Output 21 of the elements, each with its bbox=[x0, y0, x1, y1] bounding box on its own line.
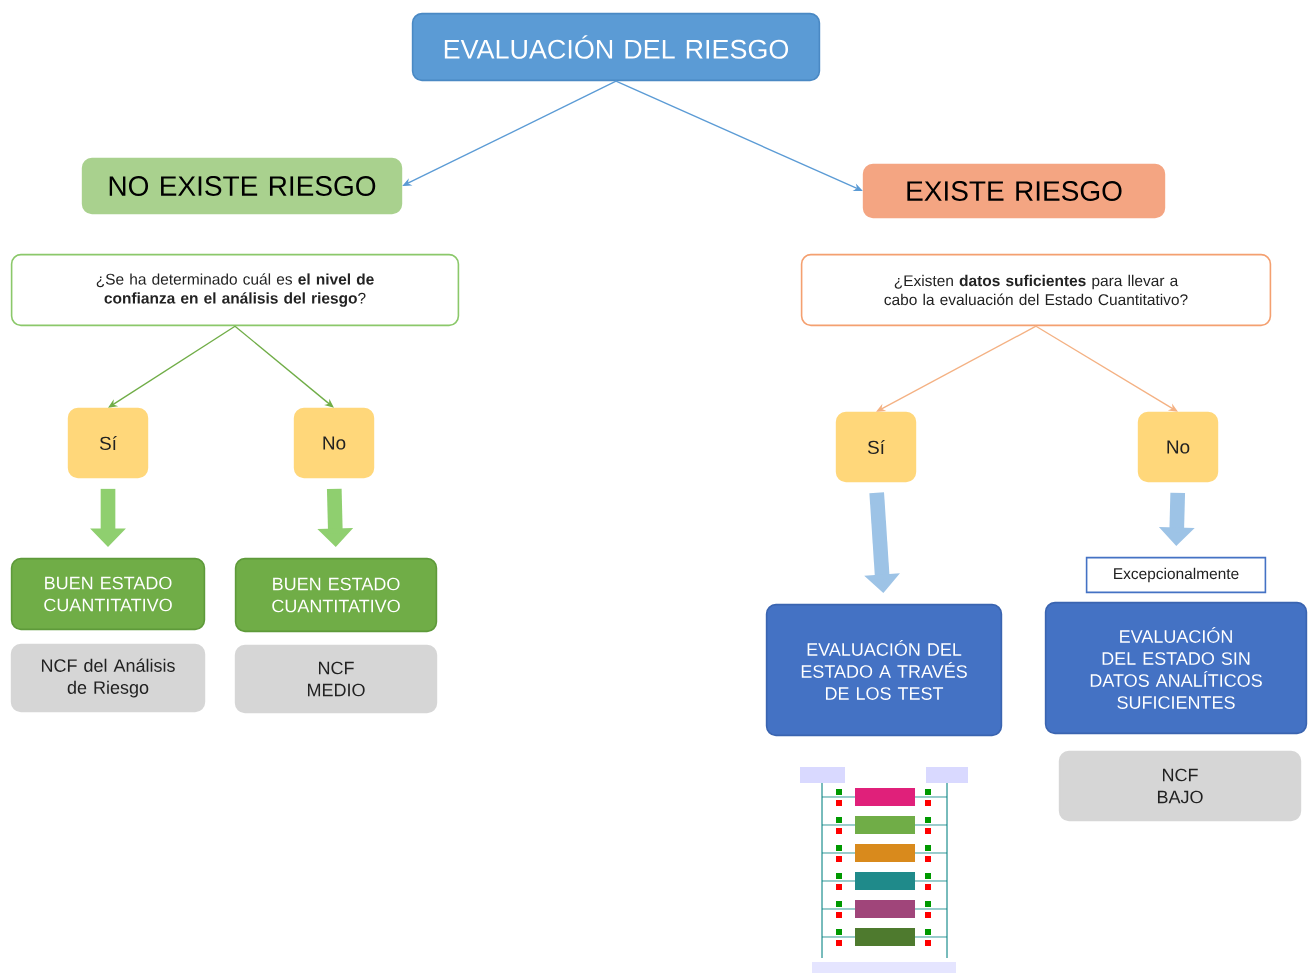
result-box: EVALUACIÓN DEL ESTADO SIN DATOS ANALÍTICOS SUFICIENTES bbox=[1044, 601, 1308, 735]
level-box: NCF BAJO bbox=[1058, 750, 1302, 822]
answer-box: No bbox=[293, 407, 375, 479]
arrow bbox=[108, 325, 236, 408]
category-box: EXISTE RIESGO bbox=[862, 163, 1166, 219]
question-box: ¿Existen datos suficientes para llevar a cabo la evaluación del Estado Cuantitativo? bbox=[800, 253, 1272, 327]
arrow bbox=[234, 325, 334, 408]
category-box: NO EXISTE RIESGO bbox=[81, 157, 403, 215]
note-box: Excepcionalmente bbox=[1085, 556, 1267, 594]
arrow bbox=[1035, 325, 1178, 412]
level-box: NCF MEDIO bbox=[234, 644, 438, 714]
question-box: ¿Se ha determinado cuál es el nivel de confianza en el análisis del riesgo? bbox=[10, 253, 460, 327]
level-box: NCF del Análisis de Riesgo bbox=[10, 643, 206, 713]
result-box: BUEN ESTADO CUANTITATIVO bbox=[234, 557, 438, 633]
result-box: EVALUACIÓN DEL ESTADO A TRAVÉS DE LOS TEST bbox=[765, 603, 1003, 737]
arrow bbox=[876, 325, 1037, 412]
answer-box: No bbox=[1137, 411, 1219, 483]
answer-box: Sí bbox=[67, 407, 149, 479]
answer-box: Sí bbox=[835, 411, 917, 483]
result-box: BUEN ESTADO CUANTITATIVO bbox=[10, 557, 206, 631]
title-box: EVALUACIÓN DEL RIESGO bbox=[411, 12, 821, 82]
